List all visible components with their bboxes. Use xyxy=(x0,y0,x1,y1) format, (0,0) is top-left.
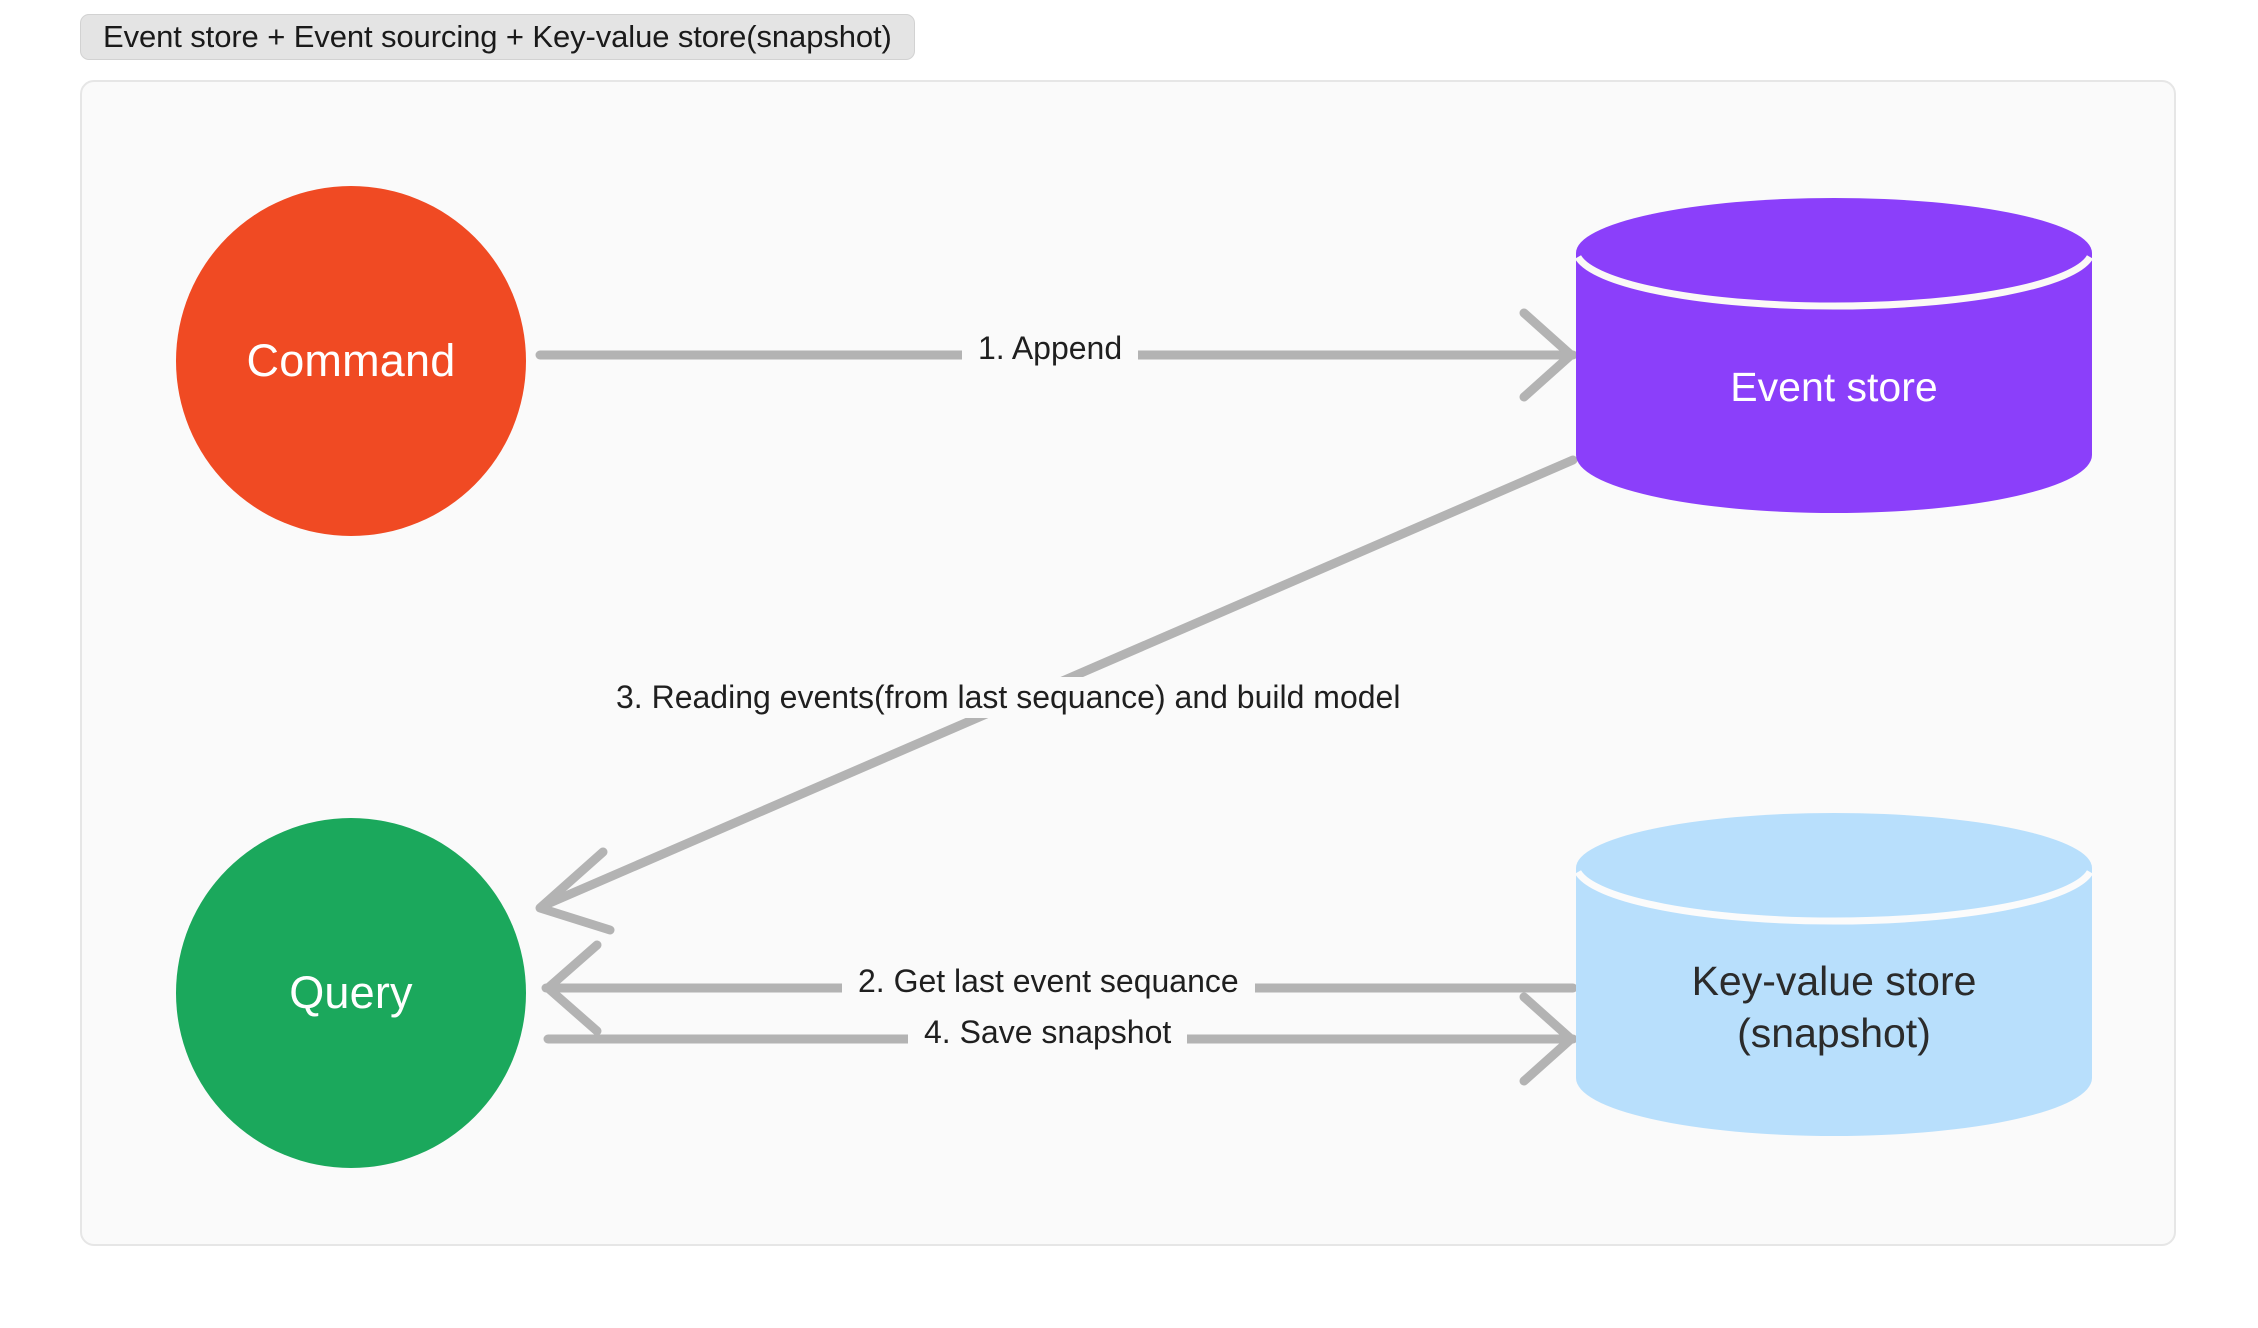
edge-label-get-last-sequance: 2. Get last event sequance xyxy=(842,961,1255,1002)
diagram-title-text: Event store + Event sourcing + Key-value… xyxy=(103,19,892,54)
node-kv-store-label: Key-value store (snapshot) xyxy=(1576,902,2092,1112)
edge-label-append: 1. Append xyxy=(962,328,1139,369)
node-query[interactable]: Query xyxy=(176,818,526,1168)
node-query-label: Query xyxy=(289,967,413,1019)
node-kv-store-label-line2: (snapshot) xyxy=(1737,1010,1931,1056)
edge-label-save-snapshot: 4. Save snapshot xyxy=(908,1012,1188,1053)
cylinder-shape-icon xyxy=(1576,813,2092,1136)
edge-label-reading-events: 3. Reading events(from last sequance) an… xyxy=(600,677,1417,718)
cylinder-shape-icon xyxy=(1576,198,2092,513)
node-command-label: Command xyxy=(246,335,456,387)
diagram-title-badge: Event store + Event sourcing + Key-value… xyxy=(80,14,915,60)
node-command[interactable]: Command xyxy=(176,186,526,536)
node-event-store[interactable]: Event store xyxy=(1576,195,2092,513)
node-event-store-label: Event store xyxy=(1576,287,2092,487)
node-kv-store[interactable]: Key-value store (snapshot) xyxy=(1576,810,2092,1136)
node-kv-store-label-line1: Key-value store xyxy=(1691,957,1977,1004)
node-event-store-label-line1: Event store xyxy=(1730,363,1938,410)
